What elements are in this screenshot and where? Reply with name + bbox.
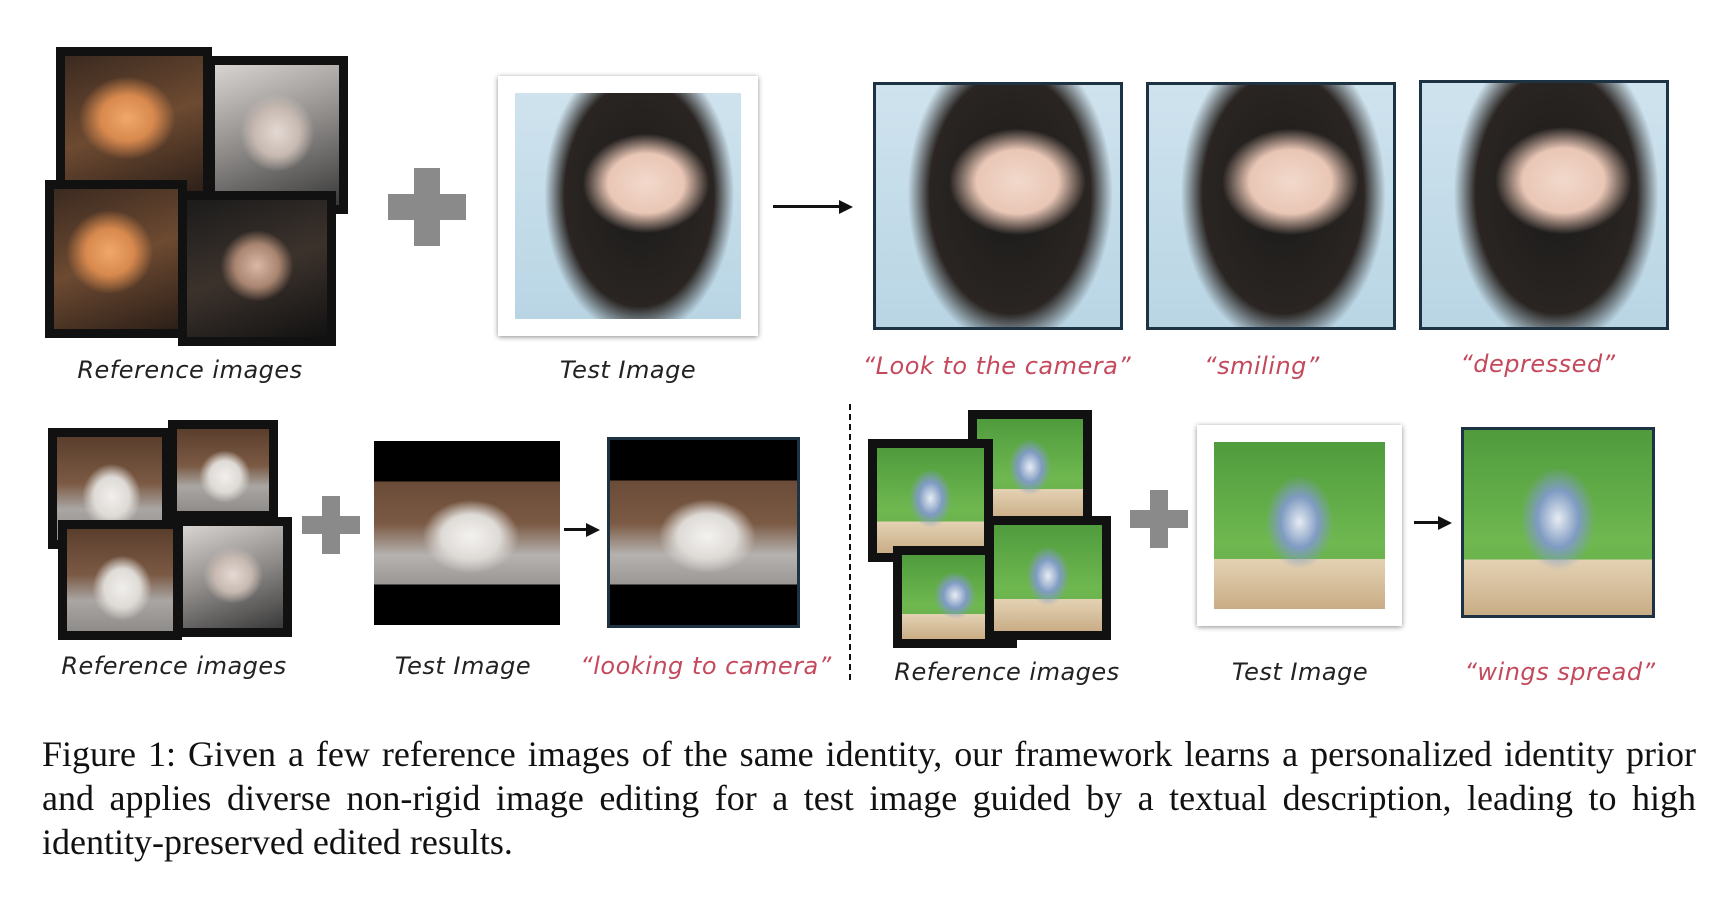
reference-photo <box>56 47 212 203</box>
bird-reference-caption: Reference images <box>894 658 1120 686</box>
bird-test-image <box>1197 425 1402 626</box>
bird-test-caption: Test Image <box>1231 658 1369 686</box>
top-test-caption: Test Image <box>559 356 697 384</box>
bird-result-image <box>1461 427 1655 618</box>
reference-photo <box>168 420 278 520</box>
reference-photo <box>985 516 1111 640</box>
reference-photo <box>178 191 336 346</box>
top-result-image-3 <box>1419 80 1669 330</box>
top-test-image <box>498 76 758 336</box>
plus-icon <box>1130 490 1188 548</box>
dog-reference-caption: Reference images <box>61 652 287 680</box>
reference-photo <box>58 520 182 640</box>
arrow-icon <box>1414 521 1448 524</box>
reference-photo <box>45 180 187 338</box>
arrow-icon <box>773 205 849 208</box>
reference-photo <box>868 439 993 562</box>
dog-test-caption: Test Image <box>394 652 532 680</box>
plus-icon <box>388 168 466 246</box>
dog-result-image <box>607 437 800 628</box>
top-prompt-2: “smiling” <box>1204 352 1320 380</box>
arrow-icon <box>564 528 596 531</box>
top-prompt-3: “depressed” <box>1460 350 1616 378</box>
figure-caption-text: Figure 1: Given a few reference images o… <box>42 734 1696 862</box>
top-result-image-2 <box>1146 82 1396 330</box>
plus-icon <box>302 496 360 554</box>
bird-prompt: “wings spread” <box>1464 658 1656 686</box>
top-prompt-1: “Look to the camera” <box>862 352 1132 380</box>
figure-caption: Figure 1: Given a few reference images o… <box>42 732 1696 864</box>
section-divider <box>849 404 851 680</box>
top-result-image-1 <box>873 82 1123 330</box>
top-reference-caption: Reference images <box>77 356 303 384</box>
dog-prompt: “looking to camera” <box>580 652 832 680</box>
dog-test-image <box>374 441 560 625</box>
reference-photo <box>174 517 292 637</box>
